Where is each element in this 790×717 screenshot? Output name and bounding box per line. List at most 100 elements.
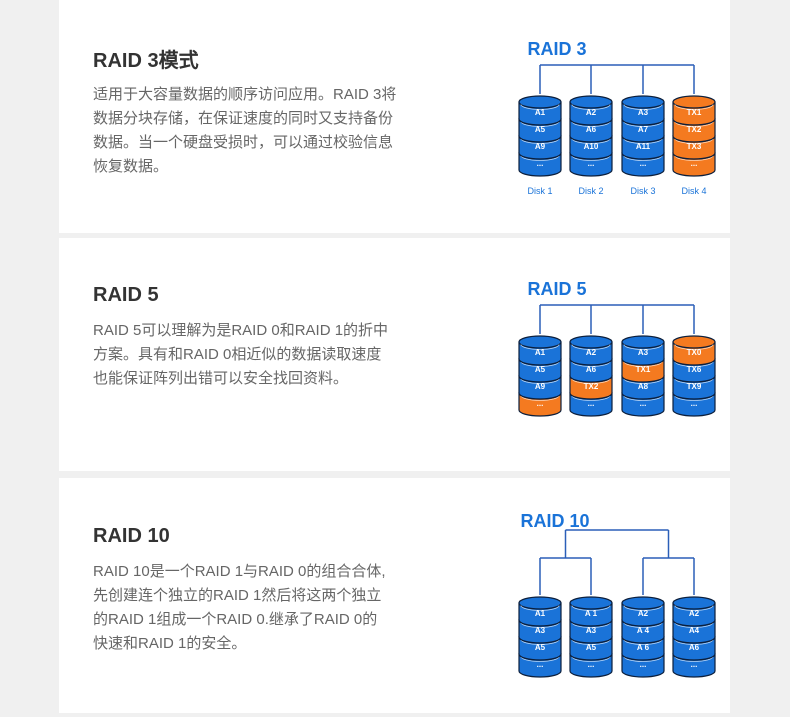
disk-cell-label: A5 — [586, 643, 597, 652]
raid3-title: RAID 3模式 — [93, 50, 199, 72]
disk-separator — [674, 155, 714, 161]
disk-separator — [571, 605, 611, 611]
disk-cell-label: A1 — [535, 609, 546, 618]
disk-cell-label: A5 — [535, 125, 546, 134]
desc-line: 数据。当一个硬盘受损时，可以通过校验信息 — [93, 134, 394, 151]
disk-cell-label: TX6 — [687, 365, 702, 374]
disk-separator — [674, 378, 714, 384]
disk-separator — [623, 622, 663, 628]
disk-cell-label: TX2 — [584, 382, 599, 391]
disk-separator — [674, 138, 714, 144]
disk-separator — [520, 138, 560, 144]
raid3-card: RAID 3模式 适用于大容量数据的顺序访问应用。RAID 3将 数据分块存储，… — [59, 0, 730, 233]
disk-separator — [674, 395, 714, 401]
desc-line: 方案。具有和RAID 0相近似的数据读取速度 — [93, 346, 382, 363]
disk-separator — [623, 361, 663, 367]
disk-cap — [569, 596, 613, 610]
disk-cap — [672, 95, 716, 109]
desc-line: 恢复数据。 — [93, 158, 169, 175]
raid5-description: RAID 5可以理解为是RAID 0和RAID 1的折中 方案。具有和RAID … — [93, 319, 388, 391]
disk-separator — [674, 605, 714, 611]
disk-separator — [623, 656, 663, 662]
disk-separator — [520, 155, 560, 161]
disk-cell-label: A3 — [586, 626, 597, 635]
disk-cell-label: A3 — [638, 348, 649, 357]
desc-line: 适用于大容量数据的顺序访问应用。RAID 3将 — [93, 86, 397, 103]
disk-cell-label: A4 — [689, 626, 700, 635]
disk-separator — [623, 639, 663, 645]
disk-cell-label: ... — [537, 399, 544, 408]
disk-cell-label: A 1 — [585, 609, 598, 618]
disk-cell-label: A1 — [535, 348, 546, 357]
disk-separator — [571, 138, 611, 144]
disk-separator — [571, 656, 611, 662]
disk-separator — [674, 622, 714, 628]
disk-stack: ... A5 A3 A1 — [518, 596, 562, 678]
disk-cell-label: TX1 — [687, 108, 702, 117]
disk-cell-label: ... — [537, 660, 544, 669]
disk-cell-label: A10 — [584, 142, 599, 151]
disk-cap — [518, 335, 562, 349]
desc-line: 也能保证阵列出错可以安全找回资料。 — [93, 370, 349, 387]
disk-stack: ... A5 A3 A 1 — [569, 596, 613, 678]
raid10-description: RAID 10是一个RAID 1与RAID 0的组合合体, 先创建连个独立的RA… — [93, 560, 386, 656]
disk-stack: ...A 6A 4A2 — [621, 596, 665, 678]
disk-cap — [518, 596, 562, 610]
disk-separator — [571, 395, 611, 401]
disk-cap — [672, 596, 716, 610]
disk-separator — [571, 104, 611, 110]
disk-cell-label: A3 — [535, 626, 546, 635]
disk-separator — [520, 622, 560, 628]
desc-line: 快速和RAID 1的安全。 — [93, 635, 247, 652]
disk-separator — [571, 121, 611, 127]
disk-cell-label: A2 — [689, 609, 700, 618]
raid10-diagram-title: RAID 10 — [520, 511, 589, 531]
disk-separator — [674, 656, 714, 662]
desc-line: RAID 5可以理解为是RAID 0和RAID 1的折中 — [93, 322, 389, 339]
disk-cell-label: A11 — [636, 142, 651, 151]
disk-cell-label: ... — [691, 159, 698, 168]
disk-cap — [621, 95, 665, 109]
disk-cell-label: TX9 — [687, 382, 702, 391]
disk-separator — [520, 361, 560, 367]
disk-separator — [571, 622, 611, 628]
disk-separator — [520, 121, 560, 127]
disk-cell-label: A2 — [638, 609, 649, 618]
disk-cell-label: A2 — [586, 108, 597, 117]
disk-cell-label: ... — [640, 660, 647, 669]
disk-separator — [571, 378, 611, 384]
disk-cell-label: A6 — [586, 365, 597, 374]
disk-separator — [623, 378, 663, 384]
desc-line: RAID 10是一个RAID 1与RAID 0的组合合体, — [93, 563, 386, 580]
disk-cell-label: A1 — [535, 108, 546, 117]
disk-cell-label: ... — [588, 159, 595, 168]
raid10-title: RAID 10 — [93, 525, 170, 547]
disk-cell-label: ... — [588, 660, 595, 669]
disk-cap — [672, 335, 716, 349]
disk-cell-label: A5 — [535, 365, 546, 374]
disk-separator — [674, 361, 714, 367]
disk-separator — [520, 104, 560, 110]
desc-line: 的RAID 1组成一个RAID 0.继承了RAID 0的 — [93, 611, 378, 628]
disk-separator — [623, 104, 663, 110]
disk-cap — [621, 335, 665, 349]
raid5-title: RAID 5 — [93, 284, 159, 306]
disk-cell-label: A6 — [586, 125, 597, 134]
disk-cell-label: A5 — [535, 643, 546, 652]
disk-separator — [623, 138, 663, 144]
raid3-description: 适用于大容量数据的顺序访问应用。RAID 3将 数据分块存储，在保证速度的同时又… — [93, 83, 396, 179]
disk-cap — [621, 596, 665, 610]
disk-label: Disk 2 — [578, 186, 603, 196]
disk-cell-label: A 6 — [637, 643, 650, 652]
raid5-diagram: RAID 5 ...A9A5A1...TX2A6A2...A8TX1A3...T… — [518, 279, 716, 417]
